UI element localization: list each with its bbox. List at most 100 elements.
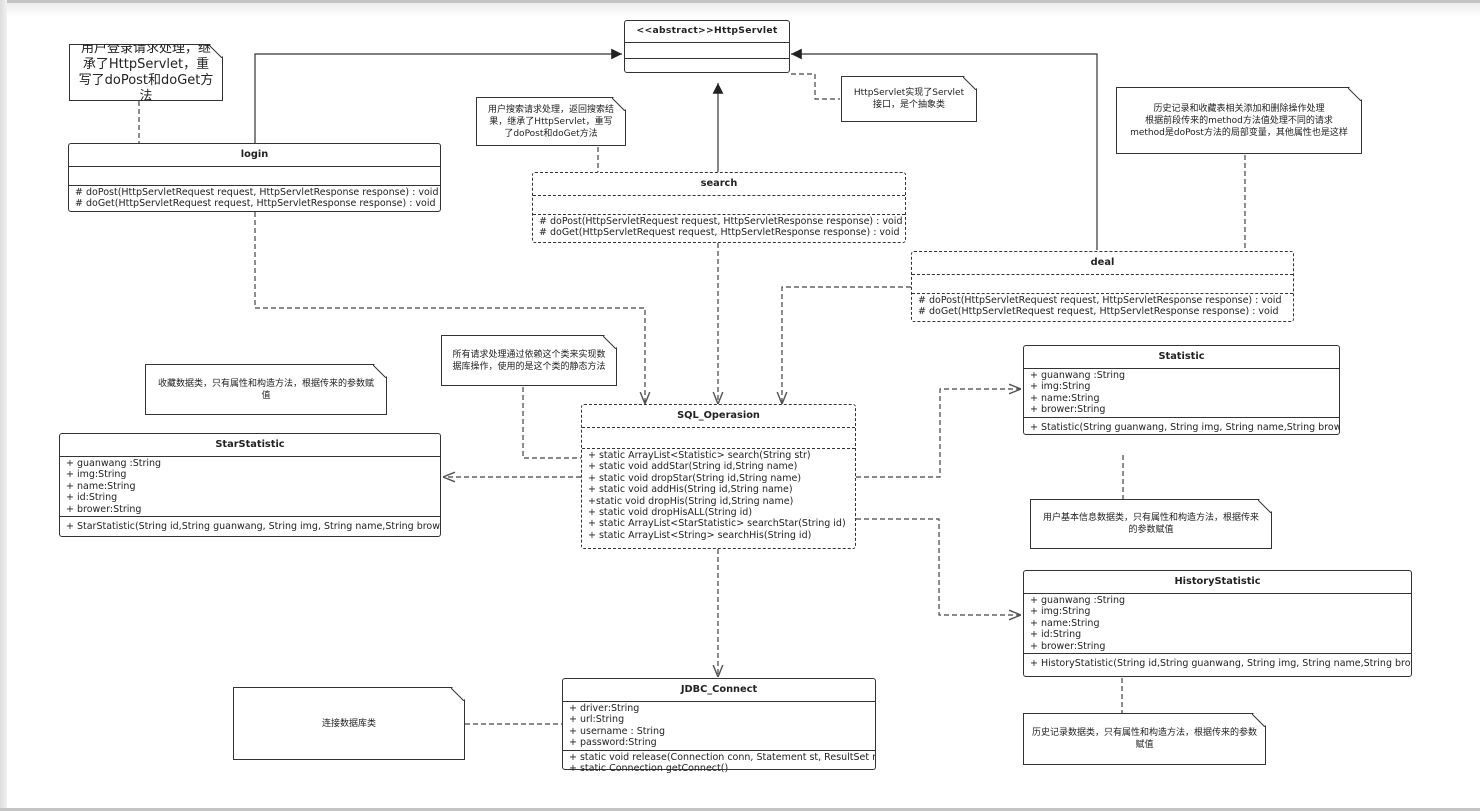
note-fold-icon	[451, 688, 464, 701]
class-title: SQL_Operasion	[582, 405, 855, 428]
note-text: 用户搜索请求处理，返回搜索结果，继承了HttpServlet，重写了doPost…	[487, 104, 614, 139]
method: + static ArrayList<Statistic> search(Str…	[588, 450, 811, 461]
attribute: + url:String	[569, 714, 625, 726]
attribute: + driver:String	[569, 703, 640, 714]
edge-login-to-httpservlet	[254, 48, 622, 143]
note-star-statistic[interactable]: 收藏数据类，只有属性和构造方法，根据传来的参数赋值	[145, 364, 387, 415]
method: # doGet(HttpServletRequest request, Http…	[539, 227, 900, 239]
note-statistic[interactable]: 用户基本信息数据类，只有属性和构造方法，根据传来的参数赋值	[1030, 499, 1272, 549]
note-sql-operasion[interactable]: 所有请求处理通过依赖这个类来实现数据库操作，使用的是这个类的静态方法	[441, 335, 617, 386]
class-title: Statistic	[1024, 346, 1339, 369]
attributes-compartment	[912, 275, 1293, 294]
note-text-line: method是doPost方法的局部变量，其他属性也是这样	[1130, 127, 1348, 138]
attribute: + brower:String	[66, 503, 142, 515]
attributes-compartment: + guanwang :String + img:String + name:S…	[60, 457, 440, 518]
note-search[interactable]: 用户搜索请求处理，返回搜索结果，继承了HttpServlet，重写了doPost…	[476, 97, 626, 146]
methods-compartment: + Statistic(String guanwang, String img,…	[1024, 418, 1339, 434]
attribute: + name:String	[1030, 617, 1100, 629]
note-httpservlet[interactable]: HttpServlet实现了Servlet接口，是个抽象类	[841, 76, 977, 122]
attributes-compartment	[582, 428, 855, 449]
note-fold-icon	[1258, 500, 1271, 513]
attribute: + id:String	[1030, 629, 1082, 641]
note-history-statistic[interactable]: 历史记录数据类，只有属性和构造方法，根据传来的参数赋值	[1023, 713, 1266, 765]
methods-compartment: # doPost(HttpServletRequest request, Htt…	[69, 186, 440, 211]
attribute: + id:String	[66, 492, 118, 504]
methods-compartment	[625, 59, 789, 73]
note-login[interactable]: 用户登录请求处理，继承了HttpServlet，重写了doPost和doGet方…	[69, 44, 223, 101]
class-sql-operasion[interactable]: SQL_Operasion + static ArrayList<Statist…	[581, 404, 856, 549]
attributes-compartment: + driver:String + url:String + username …	[563, 702, 875, 751]
attributes-compartment: + guanwang :String + img:String + name:S…	[1024, 594, 1411, 655]
attributes-compartment: + guanwang :String + img:String + name:S…	[1024, 369, 1339, 418]
note-text: 收藏数据类，只有属性和构造方法，根据传来的参数赋值	[157, 378, 374, 401]
link-sql-note	[522, 387, 581, 459]
attributes-compartment	[533, 196, 905, 215]
window-bottom-border	[0, 808, 1480, 811]
methods-compartment: # doPost(HttpServletRequest request, Htt…	[912, 294, 1293, 319]
link-servlet-note	[791, 73, 840, 100]
method: +static void dropHis(String id,String na…	[588, 495, 794, 507]
attributes-compartment	[69, 167, 440, 186]
attribute: + brower:String	[1030, 404, 1106, 416]
note-text: HttpServlet实现了Servlet接口，是个抽象类	[853, 88, 965, 110]
edge-deal-to-httpservlet	[791, 48, 1098, 250]
constructor: + Statistic(String guanwang, String img,…	[1030, 421, 1339, 433]
methods-compartment: + StarStatistic(String id,String guanwan…	[60, 517, 440, 533]
class-jdbc-connect[interactable]: JDBC_Connect + driver:String + url:Strin…	[562, 678, 876, 774]
method: + static void dropHisALL(String id)	[588, 507, 753, 519]
attribute: + brower:String	[1030, 640, 1106, 652]
class-title: search	[533, 173, 905, 196]
method: + static Connection getConnect()	[569, 763, 729, 775]
class-star-statistic[interactable]: StarStatistic + guanwang :String + img:S…	[59, 433, 441, 537]
note-fold-icon	[612, 98, 625, 111]
attribute: + img:String	[1030, 606, 1091, 618]
class-search[interactable]: search # doPost(HttpServletRequest reque…	[532, 172, 906, 243]
note-text: 连接数据库类	[321, 718, 376, 729]
attribute: + img:String	[1030, 381, 1091, 393]
methods-compartment: + HistoryStatistic(String id,String guan…	[1024, 654, 1411, 670]
methods-compartment: + static ArrayList<Statistic> search(Str…	[582, 449, 855, 542]
class-httpservlet[interactable]: <<abstract>>HttpServlet	[624, 20, 790, 73]
class-statistic[interactable]: Statistic + guanwang :String + img:Strin…	[1023, 345, 1340, 435]
attribute: + name:String	[1030, 392, 1100, 404]
constructor: + StarStatistic(String id,String guanwan…	[66, 521, 440, 533]
method: # doGet(HttpServletRequest request, Http…	[75, 198, 436, 210]
class-login[interactable]: login # doPost(HttpServletRequest reques…	[68, 143, 441, 212]
method: # doPost(HttpServletRequest request, Htt…	[539, 216, 903, 227]
class-title: HistoryStatistic	[1024, 571, 1411, 594]
window-top-border	[0, 0, 1480, 3]
method: # doPost(HttpServletRequest request, Htt…	[75, 187, 439, 198]
class-title: JDBC_Connect	[563, 679, 875, 702]
attribute: + username : String	[569, 725, 666, 737]
method: # doGet(HttpServletRequest request, Http…	[918, 306, 1279, 318]
class-title: StarStatistic	[60, 434, 440, 457]
class-deal[interactable]: deal # doPost(HttpServletRequest request…	[911, 251, 1294, 322]
note-fold-icon	[1252, 714, 1265, 727]
note-text: 用户登录请求处理，继承了HttpServlet，重写了doPost和doGet方…	[78, 40, 214, 104]
attribute: + guanwang :String	[1030, 370, 1126, 381]
edge-sql-to-history	[856, 518, 1021, 615]
class-history-statistic[interactable]: HistoryStatistic + guanwang :String + im…	[1023, 570, 1412, 677]
note-fold-icon	[603, 336, 616, 349]
attribute: + name:String	[66, 480, 136, 492]
note-deal[interactable]: 历史记录和收藏表相关添加和删除操作处理 根据前段传来的method方法值处理不同…	[1116, 87, 1362, 154]
attribute: + guanwang :String	[1030, 595, 1126, 606]
note-fold-icon	[963, 77, 976, 90]
class-title: login	[69, 144, 440, 167]
methods-compartment: # doPost(HttpServletRequest request, Htt…	[533, 215, 905, 240]
attribute: + img:String	[66, 469, 127, 481]
note-text: 历史记录数据类，只有属性和构造方法，根据传来的参数赋值	[1032, 728, 1258, 750]
method: + static void addHis(String id,String na…	[588, 484, 793, 496]
edge-deal-to-sql	[782, 286, 911, 404]
note-text: 所有请求处理通过依赖这个类来实现数据库操作，使用的是这个类的静态方法	[452, 349, 606, 372]
method: + static ArrayList<String> searchHis(Str…	[588, 529, 812, 541]
constructor: + HistoryStatistic(String id,String guan…	[1030, 658, 1411, 670]
method: # doPost(HttpServletRequest request, Htt…	[918, 295, 1282, 306]
attribute: + password:String	[569, 737, 657, 749]
attributes-compartment	[625, 43, 789, 59]
window-left-border	[0, 0, 7, 811]
note-fold-icon	[209, 45, 222, 58]
method: + static void addStar(String id,String n…	[588, 461, 798, 473]
note-jdbc-connect[interactable]: 连接数据库类	[233, 687, 465, 760]
